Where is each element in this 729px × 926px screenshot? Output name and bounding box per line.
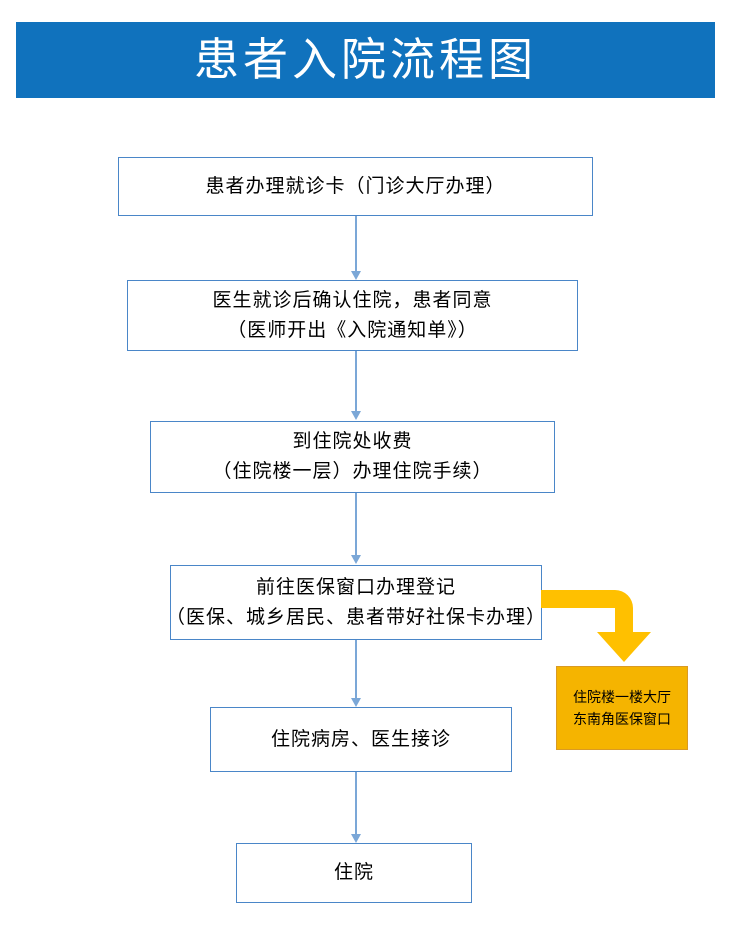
flow-node-patient-registration-card: 患者办理就诊卡（门诊大厅办理） bbox=[118, 157, 593, 216]
connector-stem bbox=[355, 772, 357, 834]
connector-4-to-5 bbox=[349, 640, 363, 708]
bent-arrow-to-note-icon bbox=[541, 588, 673, 664]
flow-node-line: （住院楼一层）办理住院手续） bbox=[212, 461, 493, 482]
connector-stem bbox=[355, 351, 357, 411]
flow-node-line: （医师开出《入院通知单》） bbox=[227, 319, 478, 341]
connector-5-to-6 bbox=[349, 772, 363, 844]
flow-node-line: （医保、城乡居民、患者带好社保卡办理） bbox=[166, 606, 547, 628]
flow-node-hospitalization: 住院 bbox=[236, 843, 472, 903]
arrowhead-icon bbox=[351, 411, 361, 420]
flow-node-line: 医生就诊后确认住院，患者同意 bbox=[212, 289, 493, 311]
page-title: 患者入院流程图 bbox=[193, 34, 537, 85]
connector-stem bbox=[355, 216, 357, 271]
flow-node-line: 到住院处收费 bbox=[292, 431, 413, 452]
flow-node-line: 住院病房、医生接诊 bbox=[270, 728, 451, 750]
arrowhead-icon bbox=[351, 834, 361, 843]
connector-1-to-2 bbox=[349, 216, 363, 280]
note-line: 东南角医保窗口 bbox=[573, 711, 671, 727]
connector-2-to-3 bbox=[349, 351, 363, 421]
flow-node-line: 患者办理就诊卡（门诊大厅办理） bbox=[205, 175, 506, 197]
flow-node-line: 前往医保窗口办理登记 bbox=[255, 576, 456, 598]
note-line: 住院楼一楼大厅 bbox=[573, 689, 671, 705]
flow-node-doctor-confirms-admission: 医生就诊后确认住院，患者同意 （医师开出《入院通知单》） bbox=[127, 280, 578, 351]
flow-node-inpatient-ward-doctor-reception: 住院病房、医生接诊 bbox=[210, 707, 512, 772]
connector-stem bbox=[355, 640, 357, 698]
connector-stem bbox=[355, 493, 357, 555]
arrowhead-icon bbox=[351, 698, 361, 707]
arrowhead-icon bbox=[351, 271, 361, 280]
flow-node-line: 住院 bbox=[333, 862, 374, 883]
page-title-banner: 患者入院流程图 bbox=[16, 22, 715, 98]
connector-3-to-4 bbox=[349, 493, 363, 565]
flow-node-medical-insurance-window-registration: 前往医保窗口办理登记 （医保、城乡居民、患者带好社保卡办理） bbox=[166, 565, 545, 640]
flow-node-inpatient-office-payment: 到住院处收费 （住院楼一层）办理住院手续） bbox=[150, 421, 555, 493]
insurance-window-location-note: 住院楼一楼大厅 东南角医保窗口 bbox=[556, 666, 688, 750]
arrowhead-icon bbox=[351, 555, 361, 564]
